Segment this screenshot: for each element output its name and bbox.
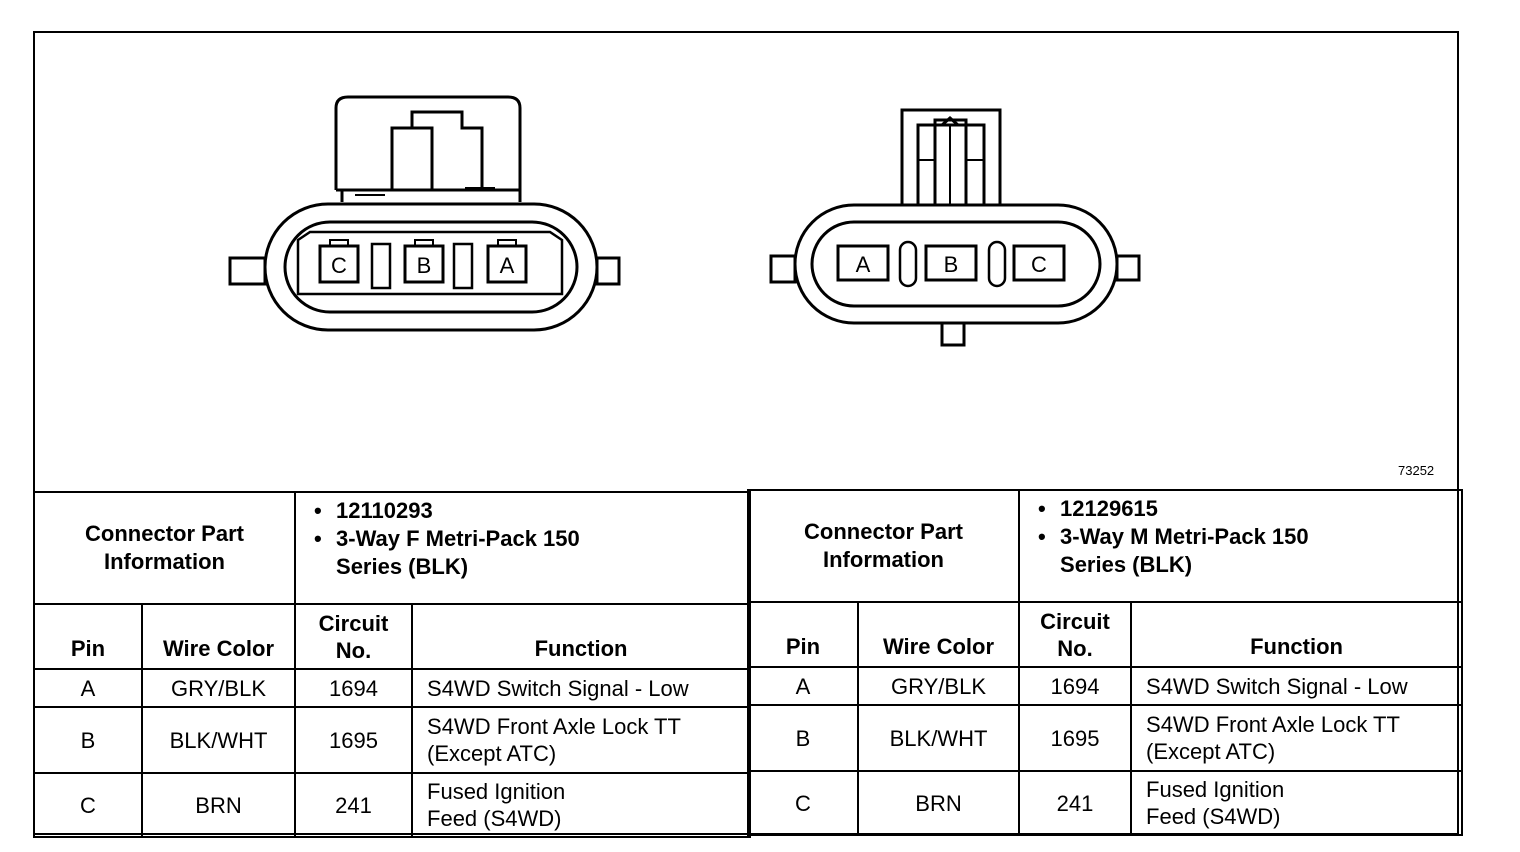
wire-color-header: Wire Color	[140, 603, 297, 670]
cavity-labels: C B A A B C	[331, 252, 1047, 278]
wire-color-cell: BLK/WHT	[856, 704, 1021, 772]
part-number: 12110293	[314, 497, 749, 525]
male-cavity-label: B	[944, 252, 959, 277]
function-cell: S4WD Switch Signal - Low	[411, 668, 752, 708]
female-cavity-label: B	[417, 253, 432, 278]
function-header: Function	[411, 603, 752, 670]
part-info-label: Connector Part Information	[746, 489, 1021, 603]
female-cavity-label: C	[331, 253, 347, 278]
part-description-cont: Series (BLK)	[336, 554, 469, 579]
circuit-cell: 241	[294, 772, 414, 838]
pin-header: Pin	[33, 603, 143, 670]
pin-header: Pin	[747, 601, 859, 668]
circuit-header: Circuit No.	[1018, 601, 1133, 668]
circuit-cell: 1695	[294, 706, 414, 774]
table-row: A GRY/BLK 1694 S4WD Switch Signal - Low	[33, 668, 752, 708]
female-cavity-label: A	[500, 253, 515, 278]
circuit-cell: 1695	[1018, 704, 1133, 772]
wire-color-cell: GRY/BLK	[856, 666, 1021, 706]
connector-drawings: C B A A B C	[228, 95, 1141, 347]
part-description-cont: Series (BLK)	[1060, 552, 1193, 577]
wire-color-cell: BLK/WHT	[140, 706, 297, 774]
part-number: 12129615	[1038, 495, 1461, 523]
function-cell: S4WD Switch Signal - Low	[1130, 666, 1464, 706]
part-info-values: 12129615 3-Way M Metri-Pack 150 Series (…	[1018, 489, 1464, 603]
function-cell: S4WD Front Axle Lock TT (Except ATC)	[1130, 704, 1464, 772]
pin-cell: B	[33, 706, 143, 774]
wire-color-cell: BRN	[140, 772, 297, 838]
table-row: A GRY/BLK 1694 S4WD Switch Signal - Low	[747, 666, 1464, 706]
pinout-table-male: Connector Part Information 12129615 3-Wa…	[746, 489, 1464, 836]
pin-cell: C	[747, 770, 859, 836]
male-cavity-label: C	[1031, 252, 1047, 277]
function-cell: Fused Ignition Feed (S4WD)	[1130, 770, 1464, 836]
wire-color-cell: GRY/BLK	[140, 668, 297, 708]
pin-cell: A	[33, 668, 143, 708]
table-row: C BRN 241 Fused Ignition Feed (S4WD)	[747, 770, 1464, 836]
part-info-label: Connector Part Information	[32, 491, 297, 605]
circuit-cell: 1694	[294, 668, 414, 708]
function-cell: Fused Ignition Feed (S4WD)	[411, 772, 752, 838]
table-row: B BLK/WHT 1695 S4WD Front Axle Lock TT (…	[747, 704, 1464, 772]
circuit-header: Circuit No.	[294, 603, 414, 670]
table-row: C BRN 241 Fused Ignition Feed (S4WD)	[33, 772, 752, 838]
pin-cell: C	[33, 772, 143, 838]
wire-color-cell: BRN	[856, 770, 1021, 836]
circuit-cell: 241	[1018, 770, 1133, 836]
part-info-values: 12110293 3-Way F Metri-Pack 150 Series (…	[294, 491, 752, 605]
part-description: 3-Way F Metri-Pack 150	[314, 525, 749, 553]
pinout-table-female: Connector Part Information 12110293 3-Wa…	[32, 491, 752, 838]
function-header: Function	[1130, 601, 1464, 668]
male-cavity-label: A	[856, 252, 871, 277]
male-connector-drawing	[769, 108, 1141, 347]
table-row: B BLK/WHT 1695 S4WD Front Axle Lock TT (…	[33, 706, 752, 774]
pin-cell: A	[747, 666, 859, 706]
circuit-cell: 1694	[1018, 666, 1133, 706]
figure-id: 73252	[1398, 463, 1435, 478]
female-connector-drawing	[228, 95, 621, 332]
pin-cell: B	[747, 704, 859, 772]
wire-color-header: Wire Color	[856, 601, 1021, 668]
part-description: 3-Way M Metri-Pack 150	[1038, 523, 1461, 551]
function-cell: S4WD Front Axle Lock TT (Except ATC)	[411, 706, 752, 774]
